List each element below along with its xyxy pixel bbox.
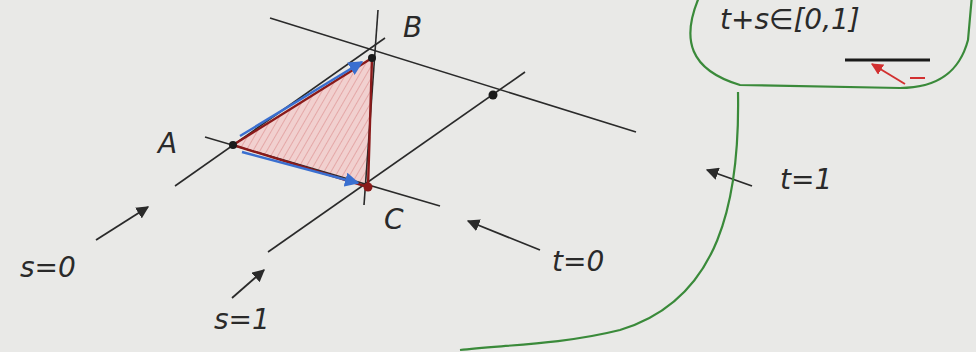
line-label: s=0: [20, 254, 76, 282]
constraint-note: t+s∈[0,1]: [720, 6, 860, 34]
point-label: B: [403, 14, 422, 42]
line-label: t=1: [780, 166, 832, 194]
point-label: A: [158, 130, 177, 158]
line-label: t=0: [552, 248, 604, 276]
point-label: C: [384, 206, 404, 234]
line-label: s=1: [214, 306, 270, 334]
